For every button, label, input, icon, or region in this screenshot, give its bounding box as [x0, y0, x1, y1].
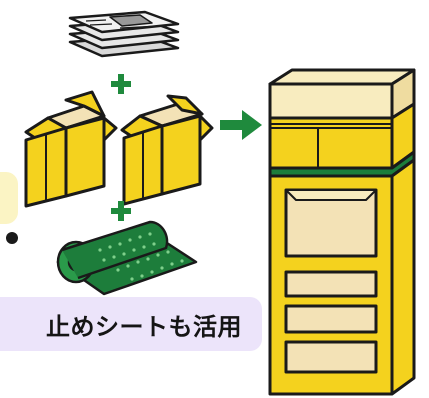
cardboard-box-icon [24, 90, 118, 208]
callout-box [0, 172, 18, 224]
newspaper-icon [68, 10, 180, 58]
cardboard-box-icon [120, 94, 214, 206]
bullet-dot [6, 232, 18, 244]
plus-icon [111, 201, 131, 221]
banner-text: 止めシートも活用 [46, 312, 242, 341]
plus-icon [111, 74, 131, 94]
stacked-furniture-icon [268, 68, 416, 396]
banner-caption: 止めシートも活用 [0, 297, 262, 351]
non-slip-mat-roll-icon [56, 220, 198, 296]
arrow-right-icon [220, 110, 262, 140]
